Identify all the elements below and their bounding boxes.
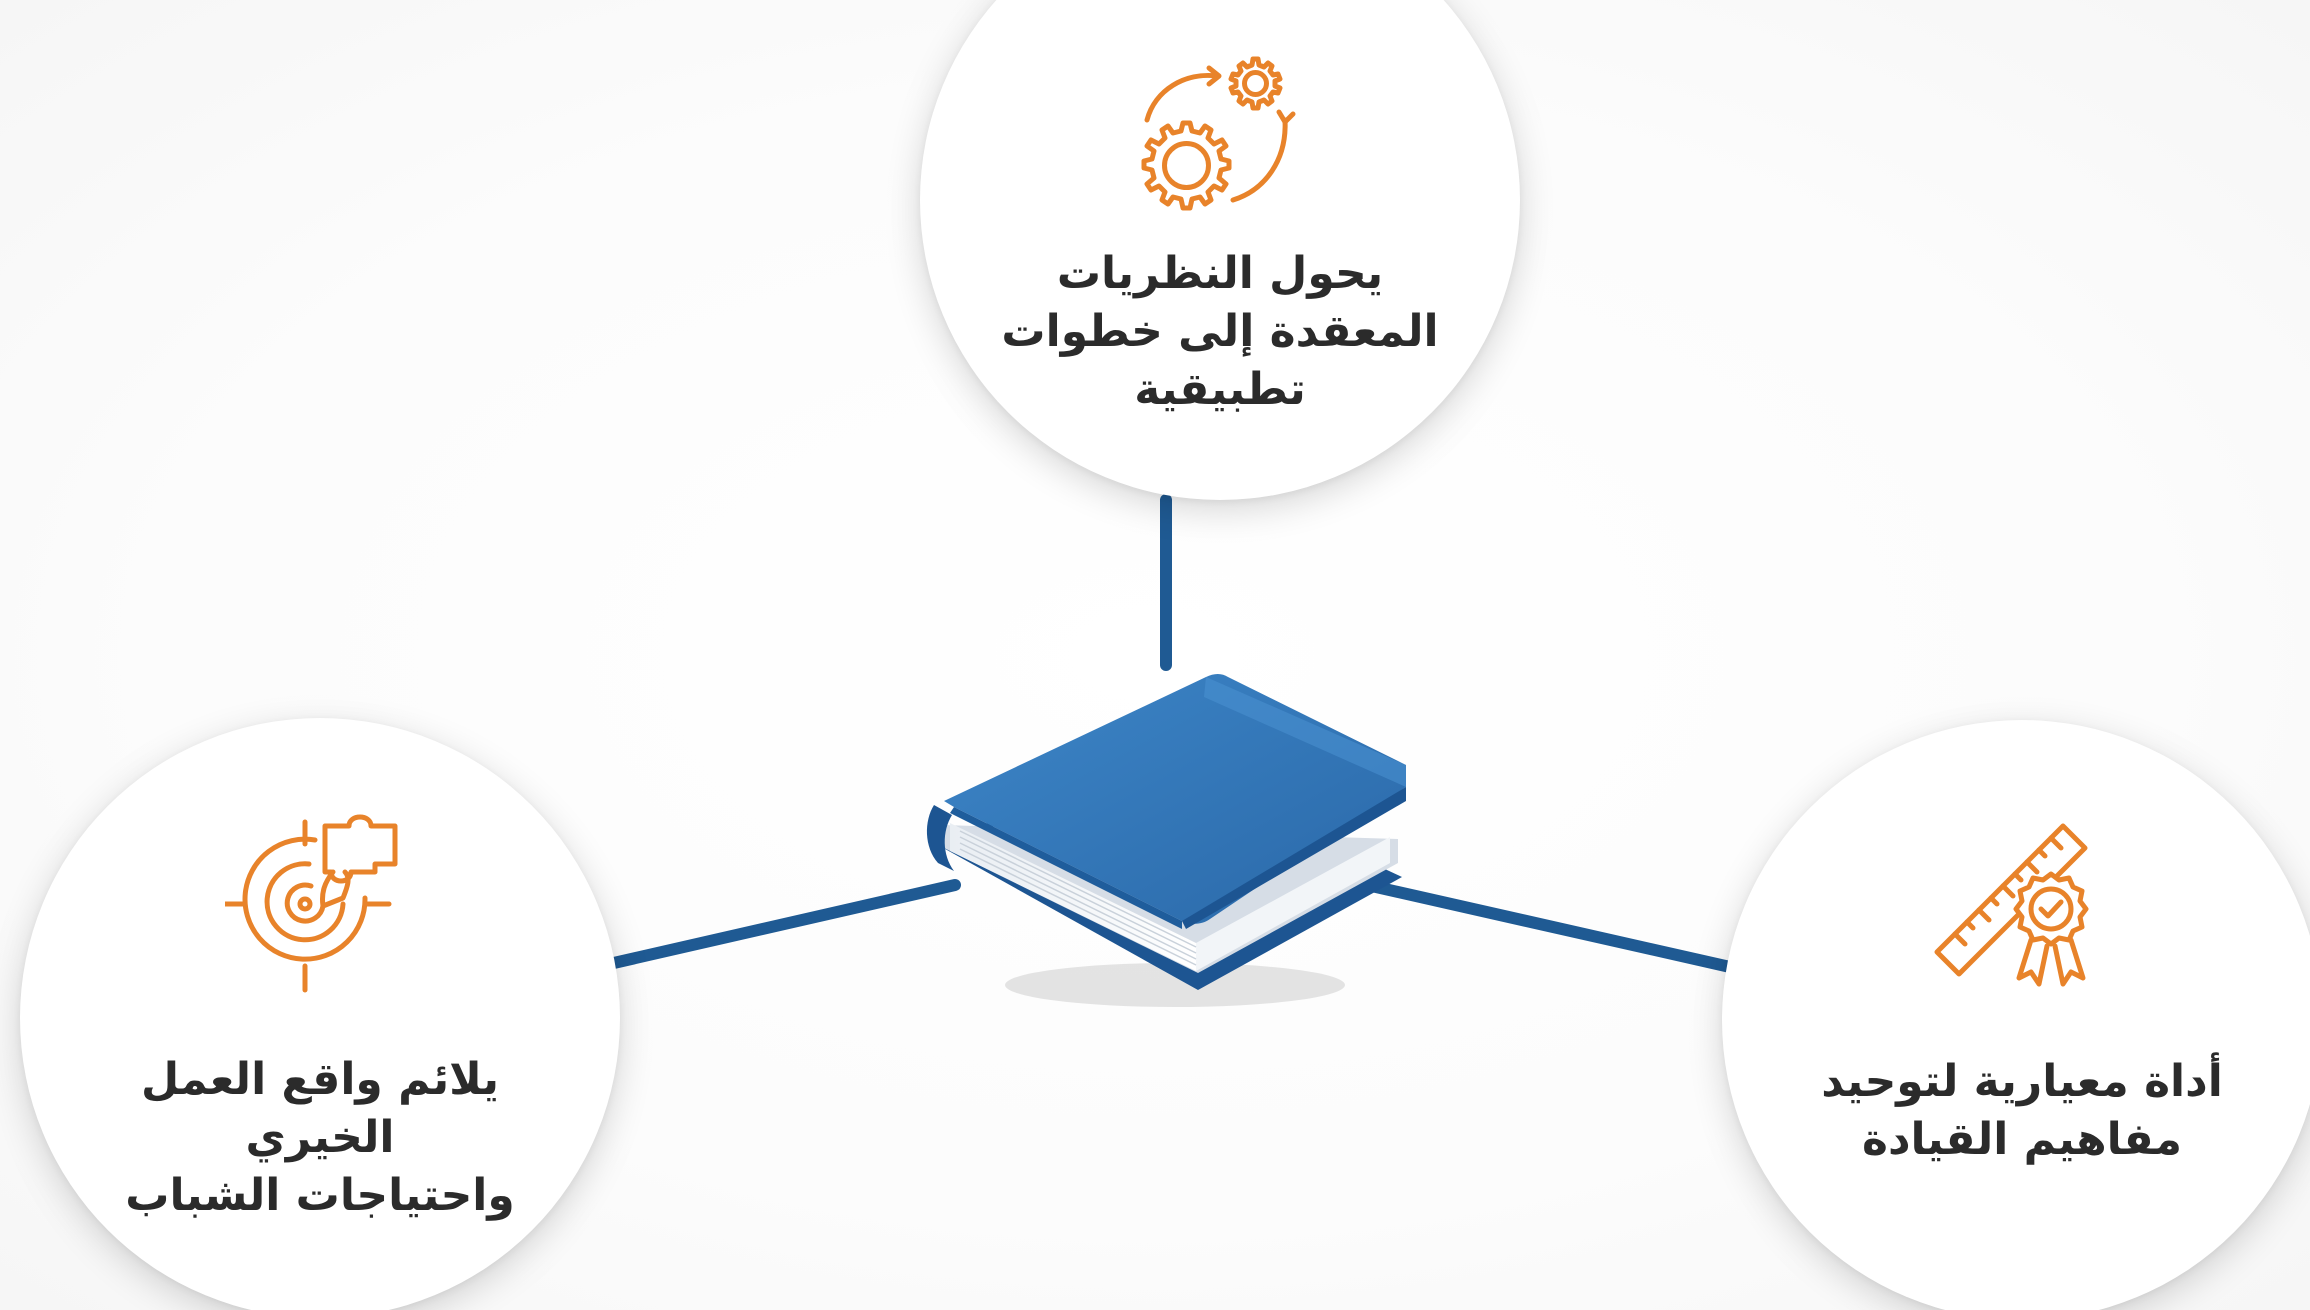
node-left-label: يلائم واقع العمل الخيري واحتياجات الشباب bbox=[125, 1054, 515, 1221]
ruler-badge-icon bbox=[1934, 823, 2089, 987]
connector-right bbox=[1339, 874, 1736, 973]
node-top: يحول النظريات المعقدة إلى خطوات تطبيقية bbox=[920, 0, 1520, 500]
node-left: يلائم واقع العمل الخيري واحتياجات الشباب bbox=[20, 718, 620, 1310]
node-top-label: يحول النظريات المعقدة إلى خطوات تطبيقية bbox=[1001, 248, 1439, 415]
connector-left bbox=[599, 879, 961, 971]
node-right-label: أداة معيارية لتوحيد مفاهيم القيادة bbox=[1821, 1056, 2223, 1165]
target-puzzle-icon bbox=[225, 814, 398, 993]
gears-cycle-icon bbox=[1141, 56, 1296, 211]
node-right: أداة معيارية لتوحيد مفاهيم القيادة bbox=[1722, 720, 2310, 1310]
book-icon bbox=[926, 674, 1406, 1007]
